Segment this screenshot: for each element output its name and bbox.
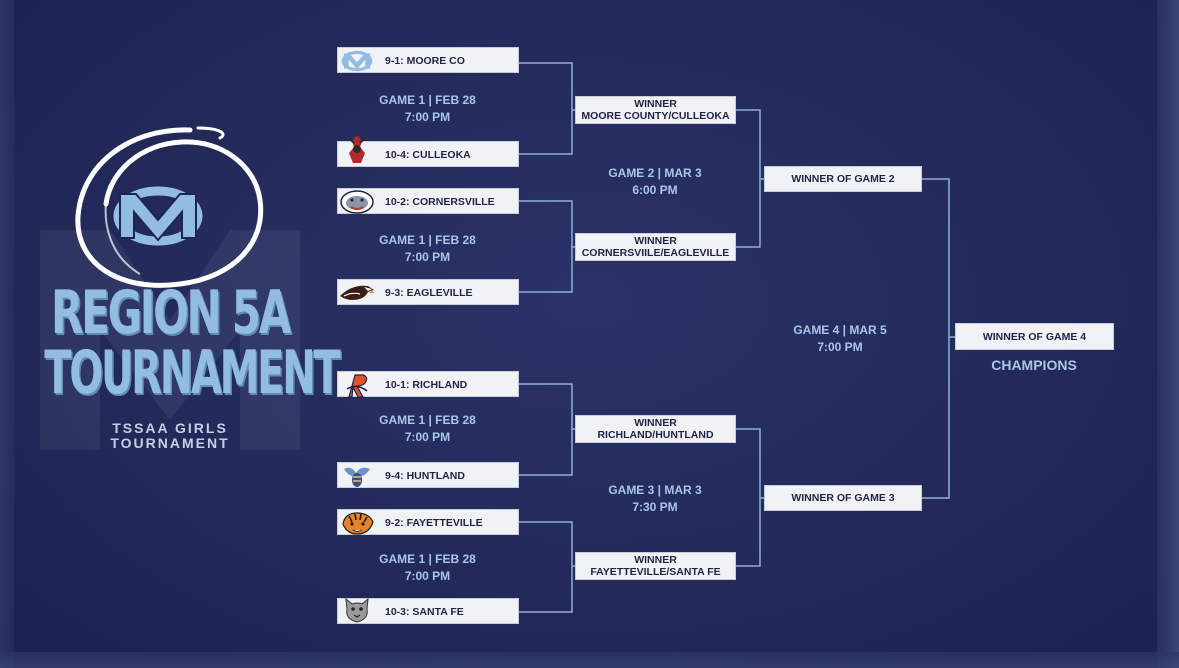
team-label: 9-2: FAYETTEVILLE [385, 517, 483, 529]
r-logo-icon [338, 372, 376, 398]
team-label: 9-4: HUNTLAND [385, 470, 465, 482]
tiger-icon [338, 510, 376, 536]
swirl-ring-icon [75, 126, 264, 288]
winner-box-richland-huntland: WINNER RICHLAND/HUNTLAND [575, 415, 736, 443]
game-info-r1-1: GAME 1 | FEB 28 7:00 PM [360, 92, 495, 126]
winner-of-game-2-box: WINNER OF GAME 2 [764, 166, 922, 192]
team-label: 10-1: RICHLAND [385, 379, 468, 391]
game-time: 7:00 PM [817, 340, 863, 354]
subtitle-line-2: TOURNAMENT [110, 435, 230, 451]
winner-of-game-3-box: WINNER OF GAME 3 [764, 485, 922, 511]
game-number-date: GAME 2 | MAR 3 [608, 166, 702, 180]
region-logo [70, 124, 270, 294]
eagle-icon [338, 280, 376, 306]
game-info-final: GAME 4 | MAR 5 7:00 PM [770, 322, 910, 356]
game-number-date: GAME 1 | FEB 28 [379, 413, 476, 427]
hornet-icon [338, 463, 376, 489]
mc-logo-icon [338, 48, 376, 74]
frame-bottom-edge [0, 652, 1179, 668]
subtitle-line-1: TSSAA GIRLS [112, 420, 228, 436]
team-slot-cornersville: 10-2: CORNERSVILLE [337, 188, 519, 214]
game-number-date: GAME 3 | MAR 3 [608, 483, 702, 497]
game-time: 7:00 PM [404, 250, 451, 264]
game-number-date: GAME 4 | MAR 5 [793, 323, 887, 337]
winner-label: WINNER [634, 235, 677, 247]
winner-label: WINNER [634, 554, 677, 566]
game-time: 7:30 PM [632, 500, 678, 514]
title-region: REGION 5A [51, 278, 291, 348]
wildcat-icon [338, 597, 376, 625]
winner-box-moore-culleoka: WINNER MOORE COUNTY/CULLEOKA [575, 96, 736, 124]
champions-label: CHAMPIONS [991, 357, 1077, 373]
game-info-r1-3: GAME 1 | FEB 28 7:00 PM [360, 412, 495, 446]
game-info-r1-4: GAME 1 | FEB 28 7:00 PM [360, 551, 495, 585]
game-number-date: GAME 1 | FEB 28 [379, 552, 476, 566]
game-time: 6:00 PM [632, 183, 678, 197]
team-label: 9-1: MOORE CO [385, 55, 465, 67]
game-info-r2-1: GAME 2 | MAR 3 6:00 PM [585, 165, 725, 199]
mc-logo-icon [113, 186, 203, 246]
game-number-date: GAME 1 | FEB 28 [379, 233, 476, 247]
bulldog-icon [338, 189, 376, 215]
game-time: 7:00 PM [404, 430, 451, 444]
team-slot-fayetteville: 9-2: FAYETTEVILLE [337, 509, 519, 535]
frame-left-edge [0, 0, 14, 668]
team-label: 10-2: CORNERSVILLE [385, 196, 495, 208]
winner-matchup: RICHLAND/HUNTLAND [597, 429, 714, 441]
winner-matchup: MOORE COUNTY/CULLEOKA [581, 110, 730, 122]
winner-matchup: CORNERSVIILE/EAGLEVILLE [581, 247, 730, 259]
team-label: 9-3: EAGLEVILLE [385, 287, 473, 299]
winner-label: WINNER OF GAME 2 [791, 173, 895, 185]
winner-box-fayetteville-santa-fe: WINNER FAYETTEVILLE/SANTA FE [575, 552, 736, 580]
winner-of-game-4-box: WINNER OF GAME 4 [955, 323, 1114, 350]
winner-label: WINNER OF GAME 3 [791, 492, 895, 504]
frame-right-edge [1157, 0, 1179, 668]
winner-matchup: FAYETTEVILLE/SANTA FE [590, 566, 721, 578]
team-label: 10-4: CULLEOKA [385, 149, 471, 161]
warrior-icon [338, 135, 376, 168]
team-slot-santa-fe: 10-3: SANTA FE [337, 597, 519, 625]
team-slot-eagleville: 9-3: EAGLEVILLE [337, 279, 519, 305]
game-info-r1-2: GAME 1 | FEB 28 7:00 PM [360, 232, 495, 266]
winner-label: WINNER [634, 417, 677, 429]
game-time: 7:00 PM [404, 569, 451, 583]
game-number-date: GAME 1 | FEB 28 [379, 93, 476, 107]
winner-label: WINNER OF GAME 4 [982, 330, 1087, 343]
winner-box-cornersville-eagleville: WINNER CORNERSVIILE/EAGLEVILLE [575, 233, 736, 261]
team-slot-moore-co: 9-1: MOORE CO [337, 47, 519, 73]
winner-label: WINNER [634, 98, 677, 110]
team-slot-richland: 10-1: RICHLAND [337, 371, 519, 398]
team-label: 10-3: SANTA FE [385, 606, 464, 618]
game-time: 7:00 PM [404, 110, 451, 124]
title-tournament: TOURNAMENT [44, 338, 341, 408]
team-slot-culleoka: 10-4: CULLEOKA [337, 135, 519, 168]
team-slot-huntland: 9-4: HUNTLAND [337, 462, 519, 488]
game-info-r2-2: GAME 3 | MAR 3 7:30 PM [585, 482, 725, 516]
